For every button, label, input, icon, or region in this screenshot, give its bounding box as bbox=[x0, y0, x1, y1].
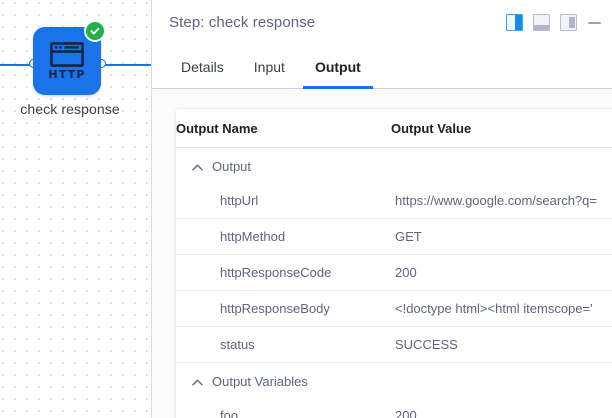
table-row[interactable]: foo 200 bbox=[176, 398, 612, 418]
column-header-output-name: Output Name bbox=[176, 109, 391, 148]
output-table-head: Output Name Output Value bbox=[176, 109, 612, 148]
step-detail-panel: Step: check response Details Input Outpu… bbox=[152, 0, 612, 418]
table-row[interactable]: httpUrl https://www.google.com/search?q= bbox=[176, 183, 612, 219]
column-header-output-value: Output Value bbox=[391, 109, 612, 148]
http-browser-icon: HTTP bbox=[48, 42, 85, 80]
output-card: Output Name Output Value bbox=[176, 109, 612, 418]
group-toggle-output-variables[interactable]: Output Variables bbox=[176, 374, 612, 389]
panel-tabs: Details Input Output bbox=[152, 45, 612, 89]
panel-header: Step: check response bbox=[152, 0, 612, 45]
cell-output-name: status bbox=[220, 337, 255, 352]
output-table-body: Output httpUrl https://www.google.com/se… bbox=[176, 148, 612, 418]
layout-dock-bottom-icon[interactable] bbox=[533, 14, 550, 31]
chevron-up-icon bbox=[192, 159, 203, 174]
panel-body: Output Name Output Value bbox=[152, 89, 612, 418]
table-group-row: Output Variables bbox=[176, 362, 612, 398]
table-row[interactable]: httpResponseBody <!doctype html><html it… bbox=[176, 290, 612, 327]
cell-output-value: SUCCESS bbox=[395, 337, 458, 352]
tab-output[interactable]: Output bbox=[302, 45, 373, 89]
workflow-node-check-response[interactable]: HTTP bbox=[33, 27, 101, 95]
node-label: check response bbox=[20, 101, 120, 117]
cell-output-value: GET bbox=[391, 218, 612, 255]
table-row[interactable]: status SUCCESS bbox=[176, 327, 612, 363]
workflow-canvas[interactable]: HTTP check response bbox=[0, 0, 152, 418]
layout-split-left-icon[interactable] bbox=[506, 14, 523, 31]
panel-title: Step: check response bbox=[169, 14, 316, 31]
table-header-row: Output Name Output Value bbox=[176, 109, 612, 148]
group-label: Output Variables bbox=[212, 374, 308, 389]
cell-output-value: https://www.google.com/search?q= bbox=[391, 183, 612, 219]
cell-output-name: httpResponseCode bbox=[176, 254, 391, 291]
group-toggle-output[interactable]: Output bbox=[176, 159, 612, 174]
table-row[interactable]: httpMethod GET bbox=[176, 218, 612, 255]
cell-output-name: foo bbox=[220, 408, 239, 418]
output-table: Output Name Output Value bbox=[176, 109, 612, 418]
tab-details[interactable]: Details bbox=[181, 58, 224, 75]
cell-output-name: httpMethod bbox=[176, 218, 391, 255]
table-group-row: Output bbox=[176, 148, 612, 184]
cell-output-value: <!doctype html><html itemscope=' bbox=[391, 290, 612, 327]
minimize-icon[interactable] bbox=[587, 15, 602, 30]
cell-output-name: httpResponseBody bbox=[176, 290, 391, 327]
cell-output-name: httpUrl bbox=[176, 183, 391, 219]
group-label: Output bbox=[212, 159, 252, 174]
node-icon-label: HTTP bbox=[48, 68, 86, 81]
check-circle-icon bbox=[84, 20, 106, 42]
group-cell: Output Variables bbox=[176, 362, 612, 398]
chevron-up-icon bbox=[192, 374, 203, 389]
table-row[interactable]: httpResponseCode 200 bbox=[176, 254, 612, 291]
tab-input[interactable]: Input bbox=[253, 58, 285, 75]
cell-output-value: 200 bbox=[395, 408, 417, 418]
layout-dock-right-icon[interactable] bbox=[560, 14, 577, 31]
group-cell: Output bbox=[176, 148, 612, 184]
panel-divider[interactable] bbox=[151, 0, 152, 418]
cell-output-value: 200 bbox=[391, 254, 612, 291]
panel-header-actions bbox=[506, 14, 602, 31]
